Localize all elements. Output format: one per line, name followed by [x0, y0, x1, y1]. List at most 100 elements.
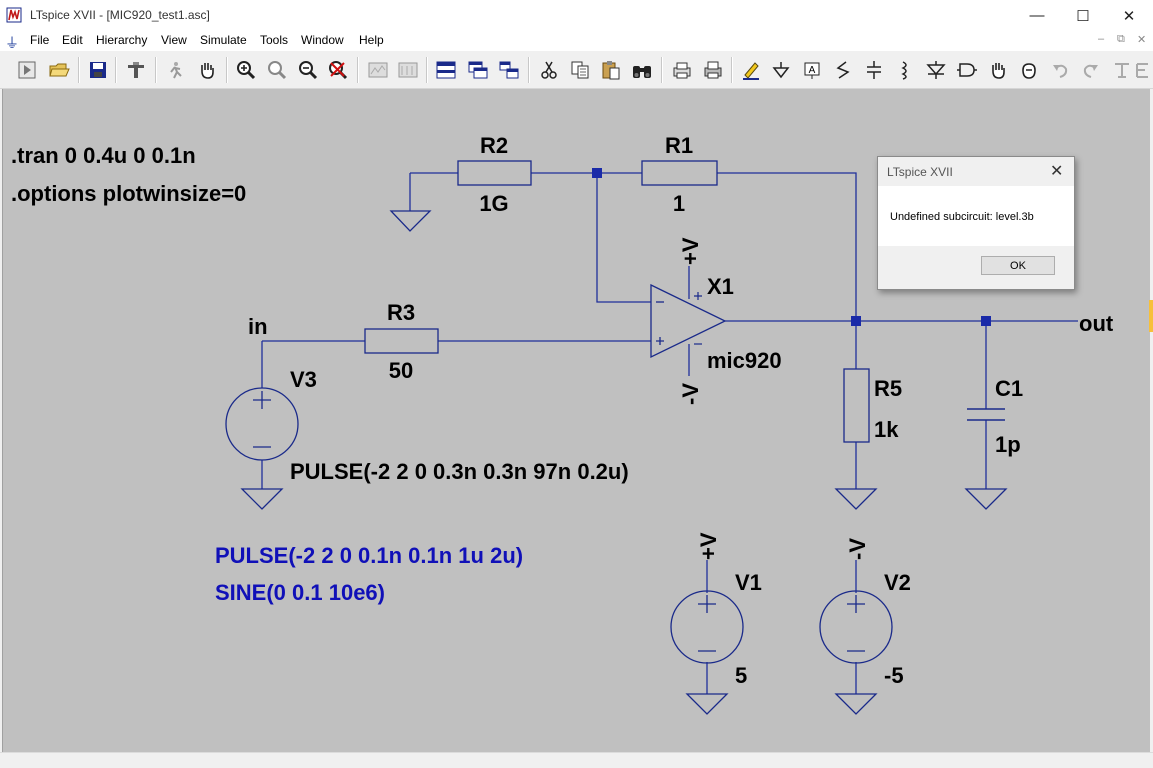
resistor-r3[interactable]: [364, 328, 439, 354]
c1-value[interactable]: 1p: [995, 432, 1021, 457]
mdi-restore-button[interactable]: ⧉: [1117, 33, 1125, 45]
diode-icon[interactable]: [924, 58, 948, 82]
cancel-zoom-icon[interactable]: [326, 58, 350, 82]
ground-symbol[interactable]: [834, 693, 878, 715]
r1-value[interactable]: 1: [673, 191, 685, 216]
v1-value[interactable]: 5: [735, 663, 747, 688]
c1-name[interactable]: C1: [995, 376, 1023, 401]
zoom-in-icon[interactable]: [234, 58, 258, 82]
ground-symbol[interactable]: [964, 488, 1008, 510]
paste-icon[interactable]: [599, 58, 623, 82]
run-icon[interactable]: [15, 58, 39, 82]
v3-value[interactable]: PULSE(-2 2 0 0.3n 0.3n 97n 0.2u): [290, 459, 629, 484]
voltage-source-v3[interactable]: [225, 387, 299, 461]
print-icon[interactable]: [701, 58, 725, 82]
net-label-vplus-x1[interactable]: +V: [678, 237, 703, 265]
menu-view[interactable]: View: [161, 33, 187, 47]
spice-directive-icon[interactable]: [1134, 58, 1150, 82]
dialog-close-icon[interactable]: ✕: [1050, 163, 1064, 180]
arrange-icon[interactable]: [497, 58, 521, 82]
ground-symbol[interactable]: [240, 488, 284, 510]
zoom-full-icon[interactable]: [265, 58, 289, 82]
inductor-icon[interactable]: [893, 58, 917, 82]
mdi-minimize-button[interactable]: –: [1098, 33, 1105, 45]
window-icon[interactable]: [434, 58, 458, 82]
dialog-body: Undefined subcircuit: level.3b: [878, 186, 1074, 246]
menu-file[interactable]: File: [30, 33, 50, 47]
v3-name[interactable]: V3: [290, 367, 317, 392]
redo-icon[interactable]: [1079, 58, 1103, 82]
resistor-r1[interactable]: [641, 160, 718, 186]
document-icon[interactable]: ⏚: [5, 35, 19, 51]
net-label-out[interactable]: out: [1079, 311, 1114, 336]
move-icon[interactable]: [986, 58, 1010, 82]
cascade-icon[interactable]: [466, 58, 490, 82]
r5-value[interactable]: 1k: [874, 417, 899, 442]
r1-name[interactable]: R1: [665, 133, 693, 158]
status-bar: [0, 752, 1153, 768]
v2-value[interactable]: -5: [884, 663, 904, 688]
r2-name[interactable]: R2: [480, 133, 508, 158]
capacitor-c1[interactable]: [967, 408, 1005, 421]
r2-value[interactable]: 1G: [479, 191, 508, 216]
r3-value[interactable]: 50: [389, 358, 413, 383]
menu-hierarchy[interactable]: Hierarchy: [96, 33, 148, 47]
tile-horizontal-icon[interactable]: [366, 58, 390, 82]
x1-value[interactable]: mic920: [707, 348, 782, 373]
text-icon[interactable]: [1110, 58, 1134, 82]
menu-tools[interactable]: Tools: [260, 33, 289, 47]
save-icon[interactable]: [86, 58, 110, 82]
cut-icon[interactable]: [537, 58, 561, 82]
close-button[interactable]: ✕: [1106, 0, 1152, 31]
toolbar-separator: [426, 57, 428, 83]
resistor-icon[interactable]: [831, 58, 855, 82]
undo-icon[interactable]: [1048, 58, 1072, 82]
component-icon[interactable]: [955, 58, 979, 82]
v1-name[interactable]: V1: [735, 570, 762, 595]
drag-icon[interactable]: [1017, 58, 1041, 82]
net-label-in[interactable]: in: [248, 314, 268, 339]
menu-window[interactable]: Window: [301, 33, 344, 47]
menu-help[interactable]: Help: [359, 33, 384, 47]
ok-button[interactable]: OK: [981, 256, 1055, 275]
draw-wire-icon[interactable]: [739, 58, 763, 82]
tile-vertical-icon[interactable]: [396, 58, 420, 82]
voltage-source-v1[interactable]: [670, 590, 744, 664]
print-setup-icon[interactable]: [670, 58, 694, 82]
tran-directive[interactable]: .tran 0 0.4u 0 0.1n: [11, 143, 196, 168]
maximize-icon: ☐: [1076, 7, 1090, 25]
ground-symbol[interactable]: [834, 488, 878, 510]
options-directive[interactable]: .options plotwinsize=0: [11, 181, 246, 206]
v2-name[interactable]: V2: [884, 570, 911, 595]
capacitor-icon[interactable]: [862, 58, 886, 82]
x1-name[interactable]: X1: [707, 274, 734, 299]
comment-pulse[interactable]: PULSE(-2 2 0 0.1n 0.1n 1u 2u): [215, 543, 523, 568]
net-label-vplus-v1[interactable]: +V: [696, 532, 721, 560]
label-net-icon[interactable]: A: [800, 58, 824, 82]
copy-icon[interactable]: [568, 58, 592, 82]
control-panel-icon[interactable]: [124, 58, 148, 82]
resistor-r2[interactable]: [457, 160, 532, 186]
mdi-close-button[interactable]: ✕: [1137, 34, 1147, 46]
zoom-out-icon[interactable]: [296, 58, 320, 82]
r3-name[interactable]: R3: [387, 300, 415, 325]
ground-symbol[interactable]: [389, 210, 432, 232]
net-label-vminus-x1[interactable]: -V: [678, 383, 703, 405]
voltage-source-v2[interactable]: [819, 590, 893, 664]
net-label-vminus-v2[interactable]: -V: [845, 538, 870, 560]
menu-simulate[interactable]: Simulate: [200, 33, 247, 47]
minimize-button[interactable]: —: [1014, 0, 1060, 31]
maximize-button[interactable]: ☐: [1060, 0, 1106, 31]
menu-edit[interactable]: Edit: [62, 33, 83, 47]
find-icon[interactable]: [630, 58, 654, 82]
r5-name[interactable]: R5: [874, 376, 902, 401]
comment-sine[interactable]: SINE(0 0.1 10e6): [215, 580, 385, 605]
opamp-x1[interactable]: [650, 283, 727, 359]
open-icon[interactable]: [47, 58, 71, 82]
ground-icon[interactable]: [769, 58, 793, 82]
pan-icon[interactable]: [195, 58, 219, 82]
halt-icon[interactable]: [163, 58, 187, 82]
resistor-r5[interactable]: [843, 368, 870, 443]
ground-symbol[interactable]: [685, 693, 729, 715]
wires: [261, 172, 1078, 694]
